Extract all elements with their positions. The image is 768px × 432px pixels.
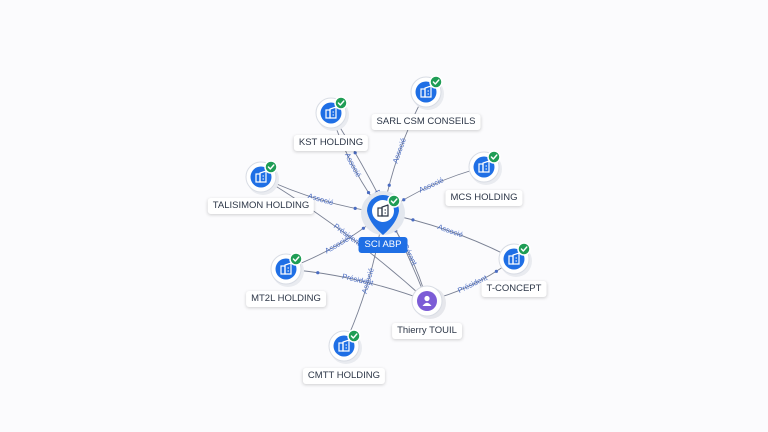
edge-arrow-marker	[494, 269, 498, 273]
verified-check-icon	[517, 242, 531, 256]
person-label-thierry[interactable]: Thierry TOUIL	[392, 323, 462, 339]
edge-arrow-marker	[411, 218, 415, 222]
company-node-cmtt[interactable]	[328, 329, 362, 364]
center-label-sci-abp[interactable]: SCI ABP	[358, 237, 408, 253]
verified-check-icon	[387, 194, 401, 208]
nodes-layer	[245, 75, 532, 364]
company-node-mt2l[interactable]	[270, 252, 304, 287]
edge-label: Associé	[436, 222, 464, 239]
company-node-mcs[interactable]	[468, 150, 502, 185]
company-label-kst[interactable]: KST HOLDING	[293, 135, 369, 151]
edge-arrow-marker	[353, 206, 357, 210]
company-label-sarl[interactable]: SARL CSM CONSEILS	[371, 114, 481, 130]
edge-arrow-marker	[402, 198, 406, 202]
company-label-tco[interactable]: T-CONCEPT	[481, 281, 547, 297]
edge-label: Associé	[343, 151, 363, 178]
edge-arrow-marker	[387, 183, 391, 187]
company-node-tal[interactable]	[245, 160, 279, 195]
edge-arrow-marker	[361, 226, 365, 230]
edge-arrow-marker	[366, 190, 371, 195]
edge-line	[260, 176, 428, 302]
company-node-tco[interactable]	[498, 242, 532, 277]
verified-check-icon	[347, 329, 361, 343]
edge-label: Associé	[417, 175, 445, 194]
company-label-mt2l[interactable]: MT2L HOLDING	[246, 291, 326, 307]
company-label-cmtt[interactable]: CMTT HOLDING	[302, 368, 386, 384]
company-node-sarl[interactable]	[410, 75, 444, 110]
building-icon	[377, 204, 389, 217]
person-icon	[422, 295, 432, 306]
edge-arrow-marker	[353, 151, 357, 155]
verified-check-icon	[487, 150, 501, 164]
company-label-mcs[interactable]: MCS HOLDING	[445, 190, 523, 206]
verified-check-icon	[289, 252, 303, 266]
center-node-sci-abp[interactable]	[361, 191, 405, 235]
company-node-kst[interactable]	[315, 96, 349, 131]
verified-check-icon	[334, 96, 348, 110]
verified-check-icon	[429, 75, 443, 89]
edge-arrow-marker	[316, 271, 320, 275]
verified-check-icon	[264, 160, 278, 174]
person-node-thierry[interactable]	[411, 285, 446, 319]
edge-label: Associé	[391, 137, 408, 165]
company-label-tal[interactable]: TALISIMON HOLDING	[207, 198, 315, 214]
